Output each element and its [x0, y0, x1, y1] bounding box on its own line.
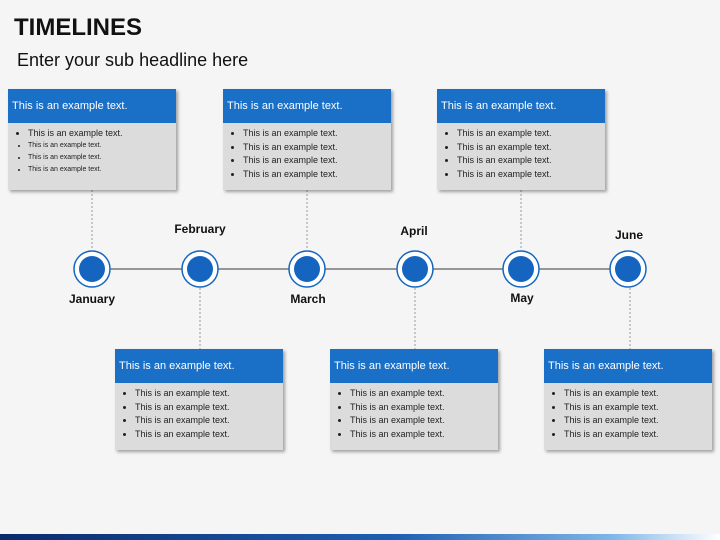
page-subtitle: Enter your sub headline here: [17, 50, 249, 70]
timeline-node: [181, 250, 219, 288]
card-header: This is an example text.: [223, 89, 391, 123]
list-item: This is an example text.: [457, 141, 601, 155]
card-body: This is an example text. This is an exam…: [330, 383, 498, 450]
list-item: This is an example text.: [564, 401, 708, 415]
card-header: This is an example text.: [330, 349, 498, 383]
month-label-april: April: [400, 224, 428, 238]
timeline-node: [288, 250, 326, 288]
list-item: This is an example text.: [350, 428, 494, 442]
list-item: This is an example text.: [564, 428, 708, 442]
footer-bar: [0, 534, 720, 540]
timeline-node: [73, 250, 111, 288]
card-body: This is an example text. This is an exam…: [223, 123, 391, 190]
list-item: This is an example text.: [457, 168, 601, 182]
timeline-node: [609, 250, 647, 288]
timeline-card: This is an example text. This is an exam…: [544, 349, 712, 450]
list-item: This is an example text.: [457, 154, 601, 168]
list-item: This is an example text.: [350, 414, 494, 428]
list-item: This is an example text.: [28, 152, 172, 164]
list-item: This is an example text.: [243, 141, 387, 155]
card-header: This is an example text.: [437, 89, 605, 123]
list-item: This is an example text.: [135, 387, 279, 401]
page-title: TIMELINES: [14, 14, 143, 41]
card-header: This is an example text.: [8, 89, 176, 123]
card-header: This is an example text.: [115, 349, 283, 383]
list-item: This is an example text.: [457, 127, 601, 141]
list-item: This is an example text.: [350, 387, 494, 401]
month-label-june: June: [614, 228, 643, 242]
timeline-card: This is an example text. This is an exam…: [330, 349, 498, 450]
card-body: This is an example text. This is an exam…: [8, 123, 176, 190]
list-item: This is an example text.: [243, 154, 387, 168]
list-item: This is an example text.: [243, 168, 387, 182]
timeline-node: [396, 250, 434, 288]
list-item: This is an example text.: [135, 401, 279, 415]
month-label-february: February: [174, 222, 226, 236]
list-item: This is an example text.: [350, 401, 494, 415]
list-item: This is an example text.: [28, 164, 172, 176]
list-item: This is an example text.: [243, 127, 387, 141]
list-item: This is an example text.: [135, 428, 279, 442]
list-item: This is an example text.: [28, 127, 172, 140]
month-label-march: March: [290, 292, 326, 306]
list-item: This is an example text.: [564, 414, 708, 428]
timeline-card: This is an example text. This is an exam…: [115, 349, 283, 450]
timeline-card: This is an example text. This is an exam…: [437, 89, 605, 190]
card-body: This is an example text. This is an exam…: [437, 123, 605, 190]
card-header: This is an example text.: [544, 349, 712, 383]
timeline-card: This is an example text. This is an exam…: [8, 89, 176, 190]
list-item: This is an example text.: [564, 387, 708, 401]
list-item: This is an example text.: [28, 140, 172, 152]
month-label-may: May: [510, 291, 534, 305]
timeline-card: This is an example text. This is an exam…: [223, 89, 391, 190]
card-body: This is an example text. This is an exam…: [115, 383, 283, 450]
card-body: This is an example text. This is an exam…: [544, 383, 712, 450]
list-item: This is an example text.: [135, 414, 279, 428]
timeline-node: [502, 250, 540, 288]
month-label-january: January: [68, 292, 116, 306]
